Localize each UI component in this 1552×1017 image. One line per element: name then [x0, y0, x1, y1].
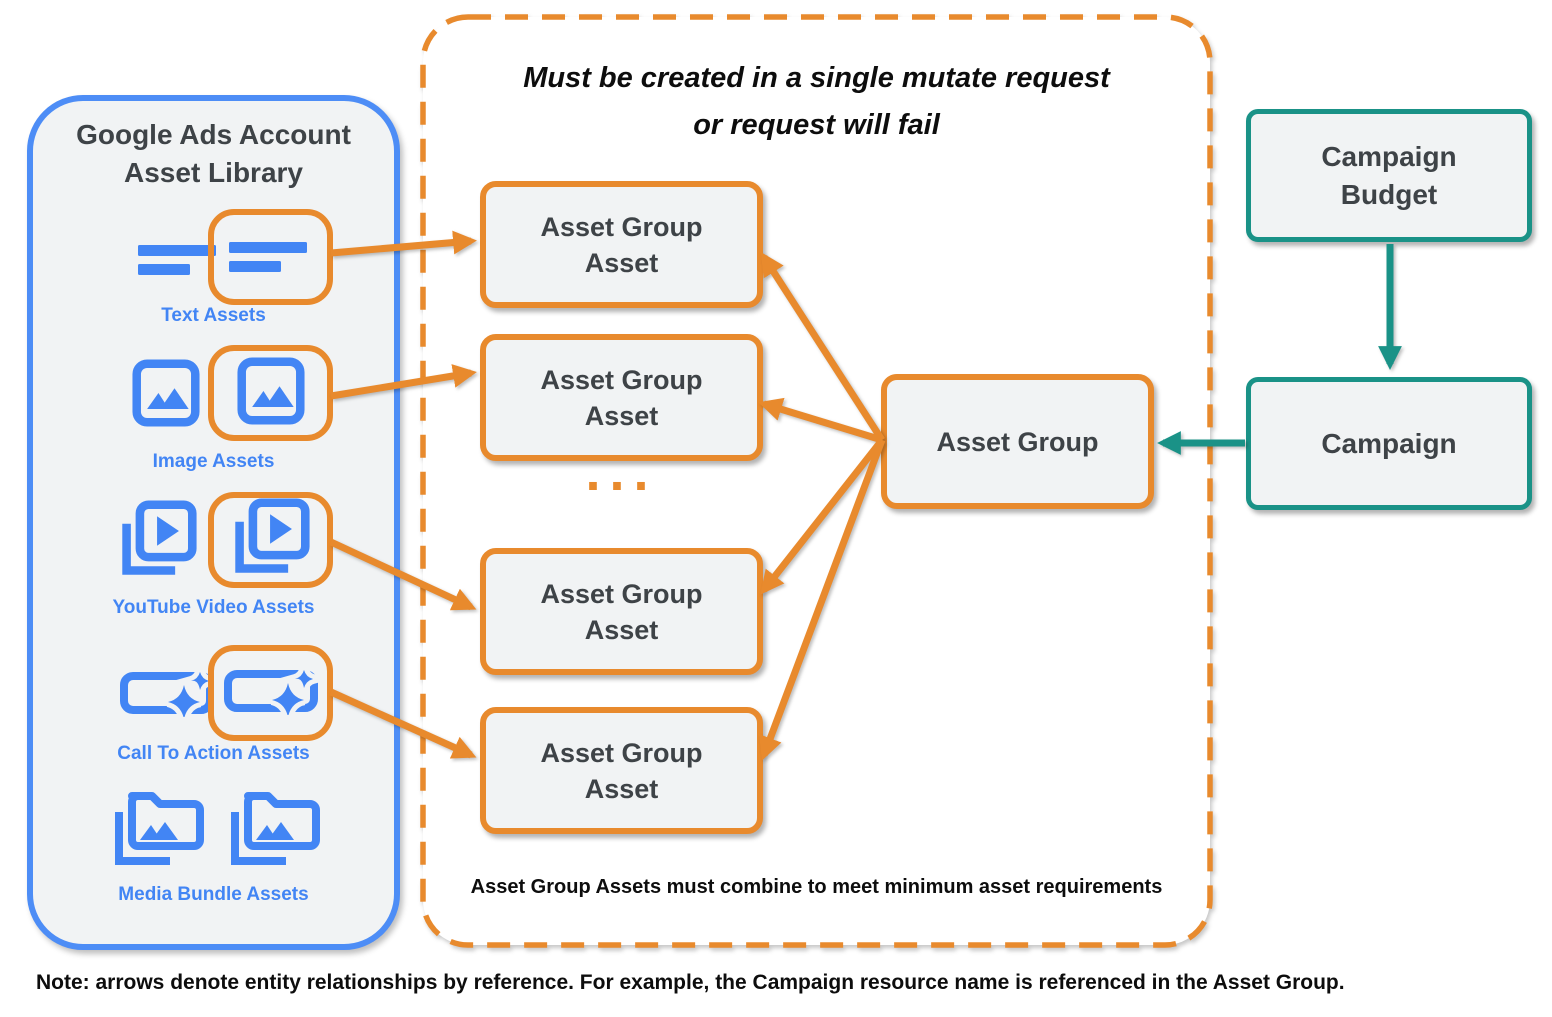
mutate-request-title: Must be created in a single mutate reque… — [423, 55, 1210, 149]
asset-group-asset-label: Asset Group Asset — [540, 211, 703, 278]
call-to-action-asset-icon — [223, 651, 331, 720]
mutate-request-title-line1: Must be created in a single mutate reque… — [523, 62, 1110, 94]
arrow-asset-group-to-asset-1 — [760, 251, 885, 442]
arrow-asset-group-to-asset-4 — [759, 438, 886, 761]
youtube-video-asset-icon — [118, 500, 198, 585]
media-bundle-assets-label: Media Bundle Assets — [118, 884, 309, 905]
call-to-action-asset-icon — [120, 653, 228, 722]
youtube-video-asset-selected-wrapper — [208, 492, 333, 588]
asset-group-asset-box-2: Asset Group Asset — [480, 334, 763, 461]
asset-group-box: Asset Group — [881, 374, 1154, 509]
image-asset-selected-wrapper — [208, 345, 333, 441]
campaign-box: Campaign — [1246, 377, 1532, 510]
image-asset-icon — [236, 356, 305, 430]
media-bundle-asset-icon — [228, 784, 322, 873]
youtube-video-assets-label: YouTube Video Assets — [112, 597, 315, 618]
call-to-action-assets-label: Call To Action Assets — [117, 743, 310, 764]
text-asset-selected-wrapper — [208, 209, 333, 305]
asset-group-asset-label: Asset Group Asset — [540, 364, 703, 431]
asset-group-asset-box-1: Asset Group Asset — [480, 181, 763, 308]
asset-library-title: Google Ads Account Asset Library — [27, 116, 400, 192]
text-asset-icon — [136, 236, 224, 285]
asset-library-title-line2: Asset Library — [124, 157, 303, 188]
asset-library-title-line1: Google Ads Account — [76, 119, 351, 150]
note-text: Note: arrows denote entity relationships… — [36, 971, 1345, 994]
asset-group-asset-box-4: Asset Group Asset — [480, 707, 763, 834]
more-assets-ellipsis: ... — [585, 442, 658, 502]
campaign-label: Campaign — [1321, 427, 1457, 459]
image-assets-label: Image Assets — [152, 451, 275, 472]
mutate-request-title-line2: or request will fail — [693, 109, 940, 141]
asset-group-label: Asset Group — [936, 426, 1099, 457]
asset-group-asset-label: Asset Group Asset — [540, 578, 703, 645]
text-assets-label: Text Assets — [161, 305, 266, 326]
campaign-budget-label: Campaign Budget — [1321, 140, 1457, 210]
call-to-action-asset-selected-wrapper — [208, 645, 333, 741]
media-bundle-asset-icon — [112, 784, 206, 873]
text-asset-icon — [227, 233, 315, 282]
asset-group-asset-box-3: Asset Group Asset — [480, 548, 763, 675]
image-asset-icon — [132, 359, 200, 432]
campaign-budget-box: Campaign Budget — [1246, 109, 1532, 242]
youtube-video-asset-icon — [231, 497, 311, 583]
mutate-request-footnote: Asset Group Assets must combine to meet … — [470, 876, 1163, 898]
arrow-asset-group-to-asset-3 — [760, 437, 885, 595]
arrow-asset-group-to-asset-2 — [758, 397, 884, 444]
asset-group-asset-label: Asset Group Asset — [540, 737, 703, 804]
